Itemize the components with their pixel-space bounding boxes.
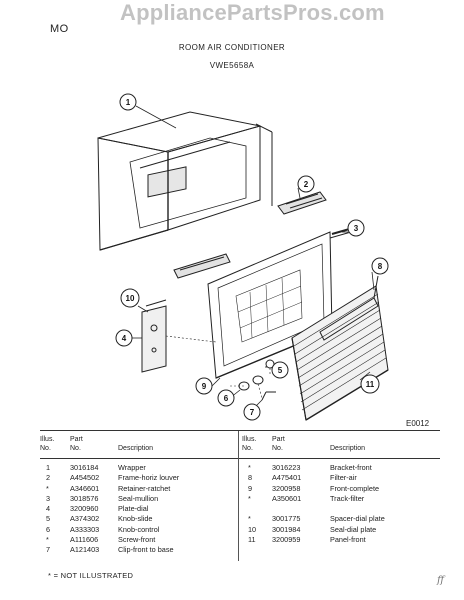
callout-11: 11 <box>360 374 380 394</box>
svg-text:5: 5 <box>278 366 283 375</box>
model-label: MO <box>50 23 69 35</box>
header-description-left: Description <box>118 445 154 452</box>
callout-9: 9 <box>195 377 213 395</box>
panel-front <box>291 285 389 421</box>
callout-8: 8 <box>371 257 389 275</box>
callout-4: 4 <box>115 329 133 347</box>
louver-frame-left <box>173 253 231 279</box>
header-illus-right: Illus.No. <box>242 436 257 452</box>
svg-text:2: 2 <box>304 180 309 189</box>
svg-text:8: 8 <box>378 262 383 271</box>
model-number: VWE5658A <box>209 61 255 70</box>
header-illus-left: Illus.No. <box>40 436 55 452</box>
callout-10: 10 <box>120 288 140 308</box>
svg-text:3: 3 <box>354 224 359 233</box>
footnote-not-illustrated: * = NOT ILLUSTRATED <box>48 571 134 580</box>
svg-text:10: 10 <box>126 294 135 303</box>
svg-text:9: 9 <box>202 382 207 391</box>
dial-plate <box>141 305 167 373</box>
seal-dial-plate <box>145 299 167 307</box>
callout-3: 3 <box>347 219 365 237</box>
exploded-diagram: 1 2 3 4 5 6 7 8 9 10 11 <box>97 93 389 421</box>
header-description-right: Description <box>330 445 366 452</box>
column-divider <box>238 431 239 561</box>
callout-5: 5 <box>271 361 289 379</box>
watermark-logo: AppliancePartsPros.com <box>120 0 385 25</box>
callout-1: 1 <box>119 93 137 111</box>
callout-2: 2 <box>297 175 315 193</box>
callout-7: 7 <box>243 403 261 421</box>
callout-6: 6 <box>217 389 235 407</box>
svg-text:6: 6 <box>224 394 229 403</box>
filter-air <box>319 275 379 341</box>
svg-text:11: 11 <box>366 380 375 389</box>
svg-text:4: 4 <box>122 334 127 343</box>
figure-code: E0012 <box>406 419 430 428</box>
page-title: ROOM AIR CONDITIONER <box>178 43 286 52</box>
svg-text:7: 7 <box>250 408 255 417</box>
header-divider <box>40 458 440 459</box>
louver-frame-top <box>277 191 327 215</box>
wrapper-part <box>97 111 273 251</box>
clip-front <box>261 391 276 401</box>
callouts: 1 2 3 4 5 6 7 8 9 10 11 <box>115 93 389 421</box>
svg-text:1: 1 <box>126 98 131 107</box>
handwritten-mark: ff <box>437 575 445 586</box>
table-row-spacer <box>242 504 440 514</box>
